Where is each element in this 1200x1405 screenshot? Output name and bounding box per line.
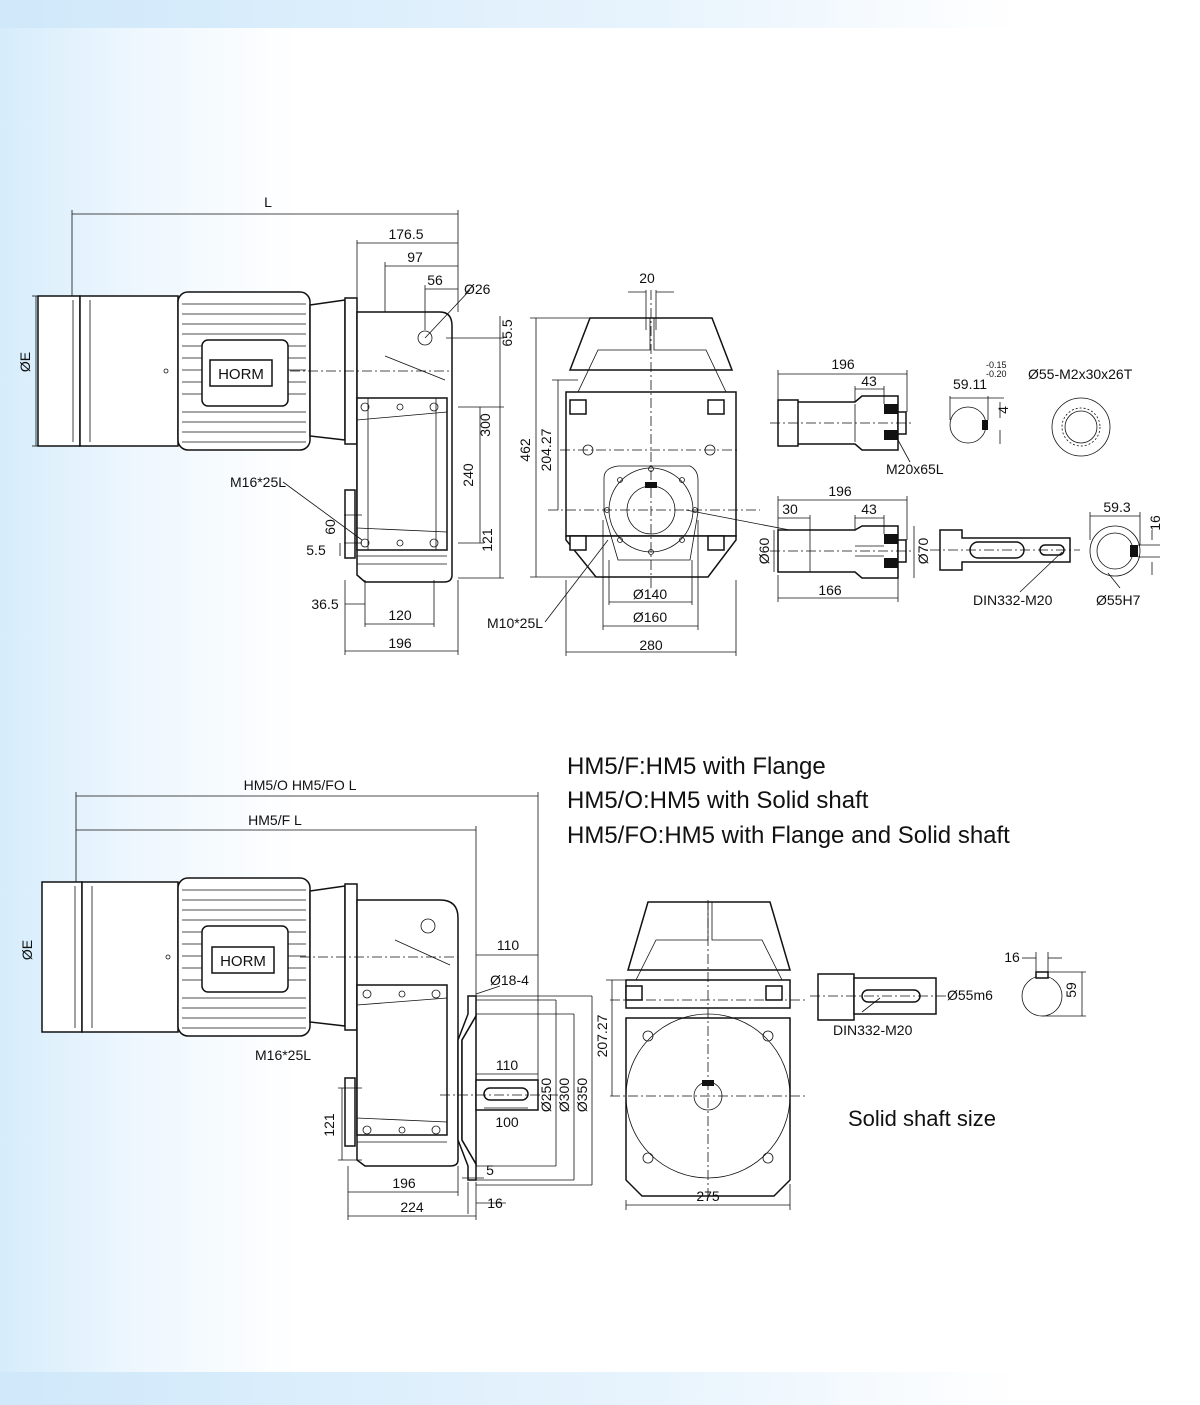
dim-121: 121	[479, 528, 495, 552]
dim-16-key: 16	[1004, 949, 1020, 965]
gearbox-inner	[356, 397, 448, 551]
dim-hs-196: 196	[831, 356, 855, 372]
bottom-side-view: HORM HM5/O HM5/FO	[19, 777, 593, 1220]
dim-196-b: 196	[392, 1175, 416, 1191]
dim-hs2-43: 43	[861, 501, 877, 517]
dim-dia60: Ø60	[756, 538, 772, 565]
dim-59-3: 59.3	[1103, 499, 1130, 515]
label-din-top: DIN332-M20	[973, 592, 1053, 608]
dim-dia300: Ø300	[556, 1078, 572, 1112]
spline-spec: Ø55-M2x30x26T	[1028, 366, 1133, 382]
dim-207-27: 207.27	[594, 1014, 610, 1057]
dim-121-b: 121	[321, 1113, 337, 1137]
dim-dia160: Ø160	[633, 609, 667, 625]
motor-fan-cover	[79, 295, 179, 447]
h7-bore-section	[1089, 525, 1141, 577]
left-gradient-band	[0, 28, 300, 1405]
dim-dia55h7: Ø55H7	[1096, 592, 1141, 608]
brand-plate	[209, 359, 273, 387]
front-dimension-lines	[530, 290, 801, 656]
dim-59-11: 59.11	[953, 376, 987, 392]
dim-56: 56	[427, 272, 443, 288]
dim-120: 120	[388, 607, 412, 623]
motor-end-cap-b	[41, 881, 83, 1033]
dim-176-5: 176.5	[388, 226, 423, 242]
bottom-gradient-band	[0, 1372, 1200, 1405]
dim-30: 30	[782, 501, 798, 517]
legend-line-2: HM5/O:HM5 with Solid shaft	[567, 787, 869, 814]
top-gradient-band	[0, 0, 1200, 28]
dim-60: 60	[322, 519, 338, 535]
dim-59: 59	[1063, 982, 1079, 998]
dim-dia70: Ø70	[915, 538, 931, 565]
label-m10-bolt: M10*25L	[487, 615, 543, 631]
motor-adapter	[309, 299, 346, 441]
dim-dia26: Ø26	[464, 281, 491, 297]
dim-36-5: 36.5	[311, 596, 338, 612]
dim-110b: 110	[496, 1057, 519, 1073]
dim-20: 20	[639, 270, 655, 286]
dim-dia350: Ø350	[574, 1078, 590, 1112]
spline-section-outer	[1051, 397, 1111, 457]
dim-5-5: 5.5	[306, 542, 326, 558]
dim-dia250: Ø250	[538, 1078, 554, 1112]
top-side-view: HORM	[17, 194, 515, 655]
label-motor-diameter-b: ØE	[19, 940, 35, 960]
top-dimension-lines	[32, 210, 504, 655]
solid-shaft-detail: DIN332-M20 Ø55m6 16 59 Solid shaft size	[810, 949, 1086, 1131]
keyed-hollow-shaft	[777, 525, 899, 579]
dim-hm5o-l: HM5/O HM5/FO L	[244, 777, 357, 793]
dim-240: 240	[460, 463, 476, 487]
solid-shaft-section	[1021, 975, 1063, 1017]
dim-dia140: Ø140	[633, 586, 667, 602]
tolerance-lower: -0.20	[986, 369, 1007, 379]
dim-hs2-196: 196	[828, 483, 852, 499]
bottom-front-view: 207.27 275	[594, 900, 806, 1210]
dim-65-5: 65.5	[499, 319, 515, 346]
dim-462: 462	[517, 438, 533, 462]
legend-line-3: HM5/FO:HM5 with Flange and Solid shaft	[567, 822, 1010, 849]
dim-hm5f-l: HM5/F L	[248, 812, 302, 828]
lifting-eye-hole	[417, 330, 433, 346]
hollow-shaft-details: 196 43 M20x65L 59.11 -0.15 -0.20 4 Ø55-M…	[756, 356, 1163, 608]
top-front-view: 20 462 204.27 Ø140 Ø160 280 M10*25L	[487, 270, 801, 656]
dim-16-b: 16	[487, 1195, 503, 1211]
dim-100: 100	[495, 1114, 519, 1130]
label-motor-diameter: ØE	[17, 352, 33, 372]
brand-label-b: HORM	[220, 953, 266, 970]
dim-hs-43: 43	[861, 373, 877, 389]
label-solid-shaft-size: Solid shaft size	[848, 1106, 996, 1131]
dim-224: 224	[400, 1199, 424, 1215]
bottom-dimension-lines	[41, 792, 593, 1220]
dim-dia55m6: Ø55m6	[947, 987, 993, 1003]
brand-label: HORM	[218, 366, 264, 383]
dim-166: 166	[818, 582, 842, 598]
dim-110a: 110	[497, 937, 520, 953]
dim-300: 300	[477, 413, 493, 437]
keyway-bore	[949, 406, 987, 444]
label-m16-bolt-b: M16*25L	[255, 1047, 311, 1063]
dim-dia18: Ø18-4	[490, 972, 529, 988]
dim-280: 280	[639, 637, 663, 653]
dim-L: L	[264, 194, 272, 210]
label-m20x65: M20x65L	[886, 461, 944, 477]
motor-end-cap	[37, 295, 81, 447]
label-din-bottom: DIN332-M20	[833, 1022, 913, 1038]
tolerance-upper: -0.15	[986, 360, 1007, 370]
dim-16-top: 16	[1147, 515, 1163, 531]
dim-275: 275	[696, 1188, 720, 1204]
motor-fins	[182, 303, 306, 443]
dim-196: 196	[388, 635, 412, 651]
legend-line-1: HM5/F:HM5 with Flange	[567, 753, 826, 780]
dim-204-27: 204.27	[538, 428, 554, 471]
dim-5: 5	[486, 1162, 494, 1178]
dim-4: 4	[995, 406, 1011, 414]
label-m16-bolt: M16*25L	[230, 474, 286, 490]
dim-97: 97	[407, 249, 423, 265]
variant-legend: HM5/F:HM5 with Flange HM5/O:HM5 with Sol…	[567, 753, 1010, 849]
